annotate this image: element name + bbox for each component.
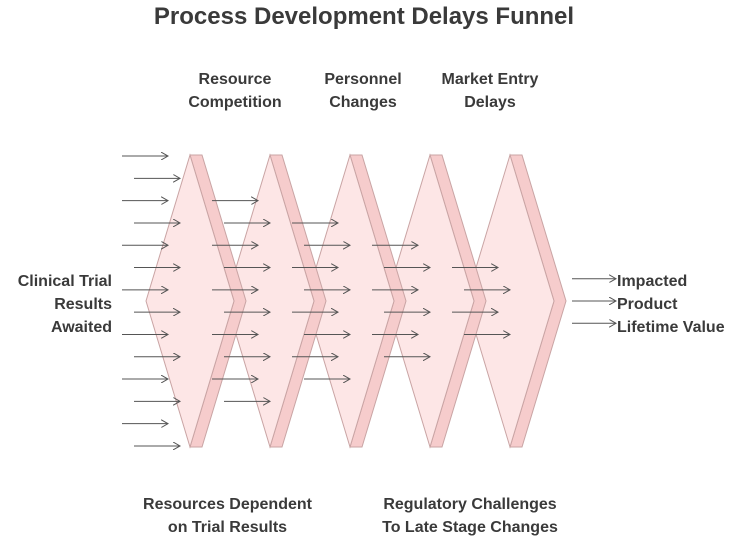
top-label-market-entry-delays: Market Entry Delays [441,71,539,111]
funnel-stage-front [465,153,555,449]
funnel-stage-front [305,153,395,449]
top-label-resource-competition: Resource Competition [188,71,282,111]
bottom-label-regulatory-challenges: Regulatory Challenges To Late Stage Chan… [382,496,558,536]
funnel-stage-front [145,153,235,449]
funnel-stage [465,153,567,449]
funnel-stage [225,153,327,449]
funnel-stage [145,153,247,449]
funnel-stage-front [385,153,475,449]
output-label: Impacted Product Lifetime Value [617,273,725,336]
diagram-title: Process Development Delays Funnel [153,3,575,30]
top-label-personnel-changes: Personnel Changes [324,71,402,111]
funnel-stage [305,153,407,449]
funnel-stage [385,153,487,449]
funnel-stage-front [225,153,315,449]
input-label: Clinical Trial Results Awaited [17,273,112,336]
bottom-label-resources-dependent: Resources Dependent on Trial Results [143,496,312,536]
